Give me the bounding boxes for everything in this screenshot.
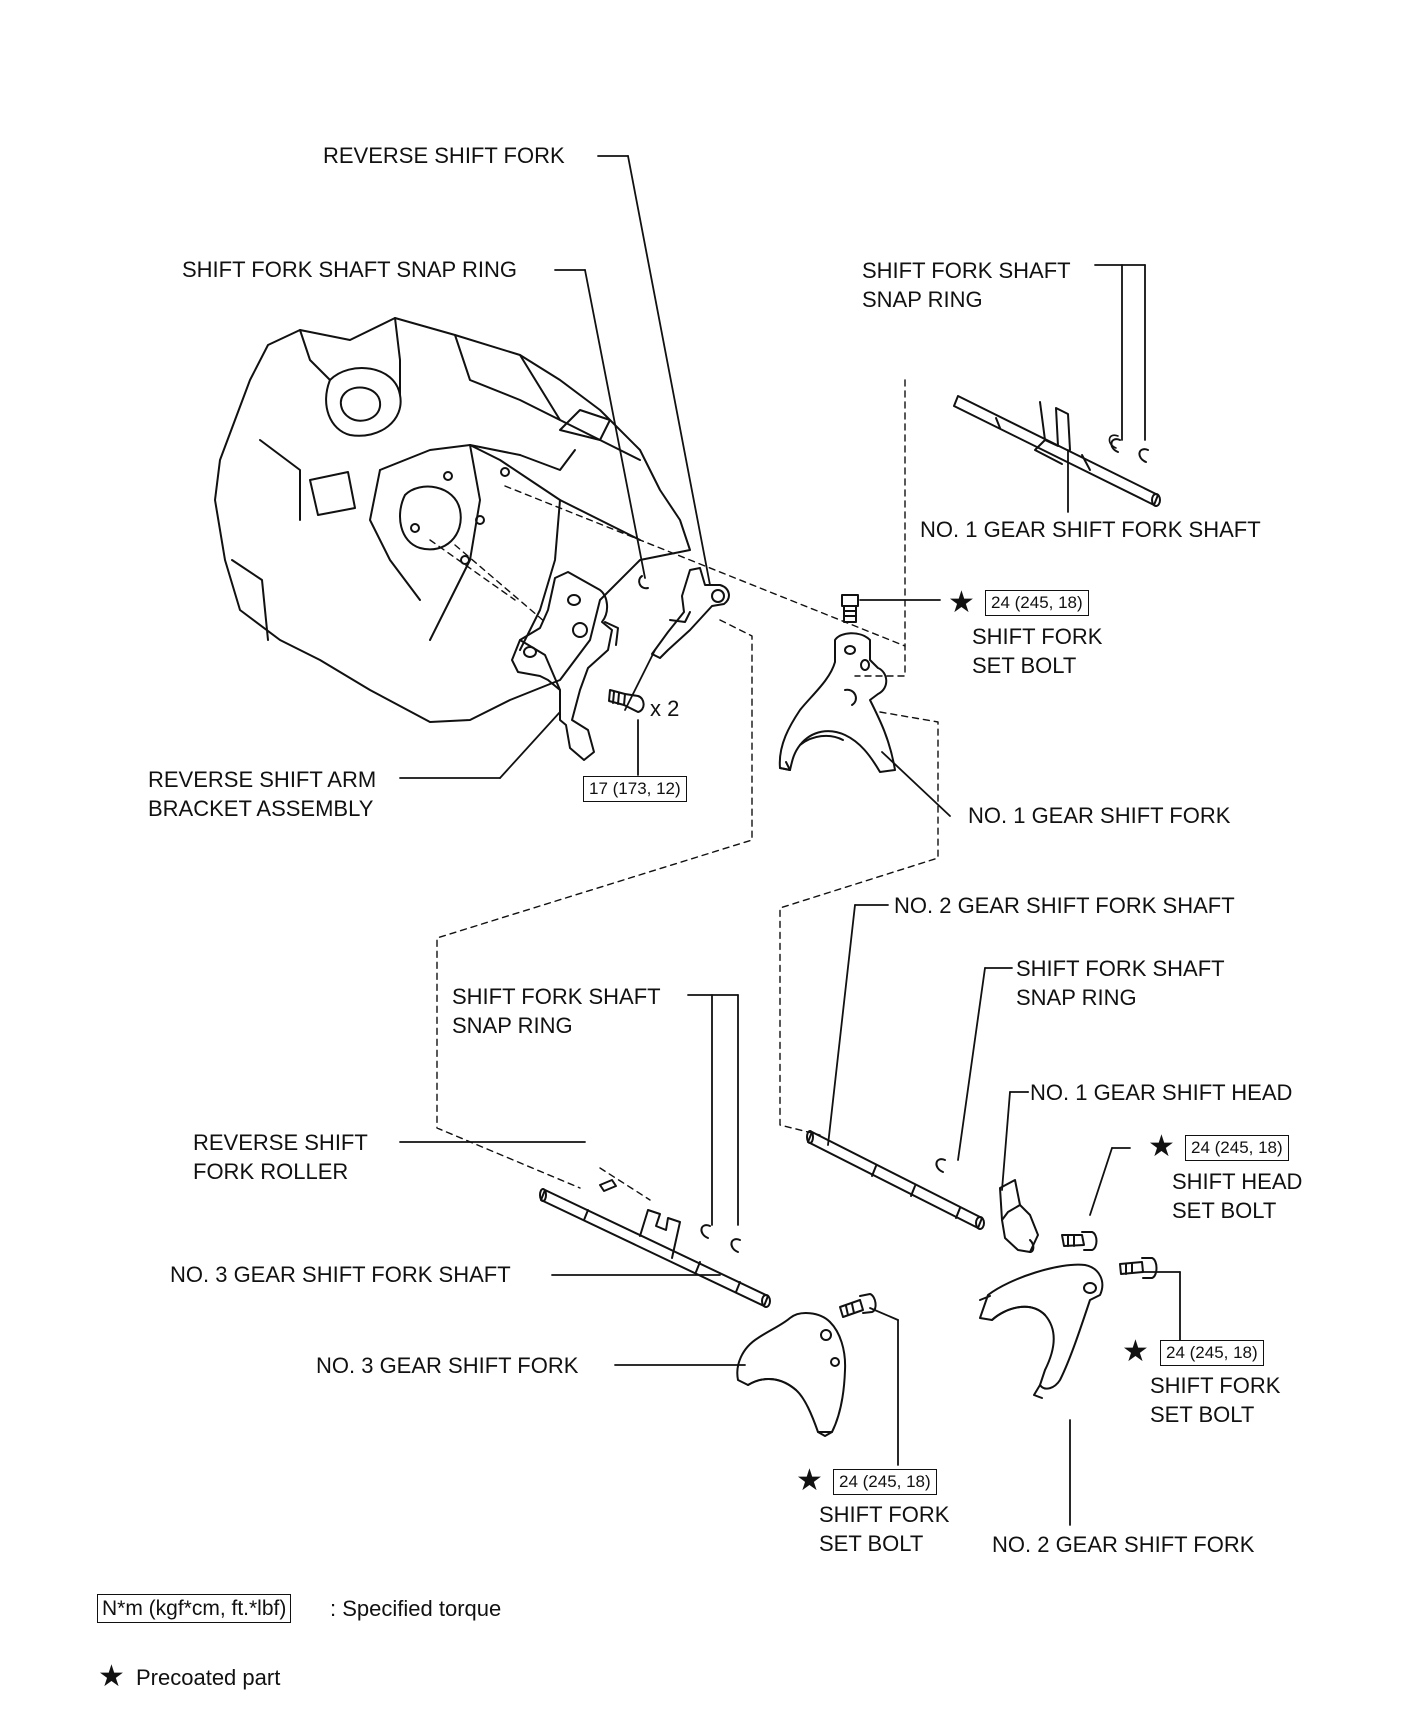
- torque-box-no3-bolt: 24 (245, 18): [833, 1469, 937, 1495]
- label-no2-gear-shift-fork: NO. 2 GEAR SHIFT FORK: [992, 1532, 1255, 1557]
- star-icon: ★: [948, 585, 975, 620]
- label-shift-fork-set-bolt-no2-line1: SHIFT FORK: [1150, 1373, 1281, 1398]
- no2-shift-fork-icon: [979, 1263, 1104, 1399]
- label-reverse-shift-fork: REVERSE SHIFT FORK: [323, 143, 565, 168]
- reverse-shift-fork-icon: [638, 567, 730, 659]
- torque-box-bracket: 17 (173, 12): [583, 776, 687, 802]
- label-x2: x 2: [650, 696, 680, 721]
- label-snap-ring-mid-right-line2: SNAP RING: [1016, 985, 1137, 1010]
- label-no2-gear-shift-fork-shaft: NO. 2 GEAR SHIFT FORK SHAFT: [894, 893, 1235, 918]
- alignment-dashes: [429, 379, 939, 1201]
- reverse-shift-arm-bracket-icon: [511, 571, 619, 761]
- label-shift-head-set-bolt-line1: SHIFT HEAD: [1172, 1169, 1303, 1194]
- label-reverse-shift-fork-roller-line1: REVERSE SHIFT: [193, 1130, 368, 1155]
- no1-shift-head-icon: [999, 1179, 1039, 1253]
- transaxle-case-icon: [214, 317, 691, 723]
- star-icon: ★: [796, 1463, 823, 1498]
- label-shift-fork-set-bolt-no2-line2: SET BOLT: [1150, 1402, 1255, 1427]
- label-shift-fork-set-bolt-1a: SHIFT FORK: [972, 624, 1103, 649]
- legend-torque-text: : Specified torque: [330, 1596, 502, 1621]
- label-reverse-bracket-line1: REVERSE SHIFT ARM: [148, 767, 377, 792]
- bolt-icon: [841, 594, 859, 623]
- label-shift-fork-set-bolt-no3-line2: SET BOLT: [819, 1531, 924, 1556]
- bolt-icon: [839, 1293, 877, 1318]
- snap-ring-icon: [1108, 434, 1119, 449]
- bolt-icon: [1061, 1231, 1098, 1251]
- label-snap-ring-top-right-line1: SHIFT FORK SHAFT: [862, 258, 1071, 283]
- star-icon: ★: [98, 1659, 125, 1694]
- no1-shift-fork-icon: [778, 632, 896, 773]
- label-shift-fork-set-bolt-1b: SET BOLT: [972, 653, 1077, 678]
- label-shift-head-set-bolt-line2: SET BOLT: [1172, 1198, 1277, 1223]
- star-icon: ★: [1148, 1129, 1175, 1164]
- torque-box-no1-bolt: 24 (245, 18): [985, 590, 1089, 616]
- label-no1-gear-shift-fork-shaft: NO. 1 GEAR SHIFT FORK SHAFT: [920, 517, 1261, 542]
- label-no1-gear-shift-fork: NO. 1 GEAR SHIFT FORK: [968, 803, 1231, 828]
- star-icon: ★: [1122, 1334, 1149, 1369]
- label-no1-gear-shift-head: NO. 1 GEAR SHIFT HEAD: [1030, 1080, 1293, 1105]
- torque-box-head-bolt: 24 (245, 18): [1185, 1135, 1289, 1161]
- no3-shift-fork-icon: [736, 1312, 847, 1437]
- bolt-icon: [608, 689, 645, 713]
- label-no3-gear-shift-fork: NO. 3 GEAR SHIFT FORK: [316, 1353, 579, 1378]
- label-no3-gear-shift-fork-shaft: NO. 3 GEAR SHIFT FORK SHAFT: [170, 1262, 511, 1287]
- label-snap-ring-top-right-line2: SNAP RING: [862, 287, 983, 312]
- label-reverse-bracket-line2: BRACKET ASSEMBLY: [148, 796, 374, 821]
- label-reverse-shift-fork-roller-line2: FORK ROLLER: [193, 1159, 349, 1184]
- label-snap-ring-mid-left-line2: SNAP RING: [452, 1013, 573, 1038]
- leader-lines: [399, 155, 1181, 1526]
- label-snap-ring-mid-right-line1: SHIFT FORK SHAFT: [1016, 956, 1225, 981]
- legend-torque-box: N*m (kgf*cm, ft.*lbf): [97, 1594, 292, 1623]
- label-snap-ring-mid-left-line1: SHIFT FORK SHAFT: [452, 984, 661, 1009]
- no1-shift-fork-shaft-icon: [953, 395, 1161, 507]
- label-snap-ring-left: SHIFT FORK SHAFT SNAP RING: [182, 257, 517, 282]
- no2-shift-fork-shaft-icon: [806, 1130, 985, 1230]
- torque-box-no2-bolt: 24 (245, 18): [1160, 1340, 1264, 1366]
- bolt-icon: [1119, 1257, 1158, 1279]
- label-shift-fork-set-bolt-no3-line1: SHIFT FORK: [819, 1502, 950, 1527]
- legend-precoated-text: Precoated part: [136, 1665, 281, 1690]
- no3-shift-fork-shaft-icon: [539, 1179, 771, 1308]
